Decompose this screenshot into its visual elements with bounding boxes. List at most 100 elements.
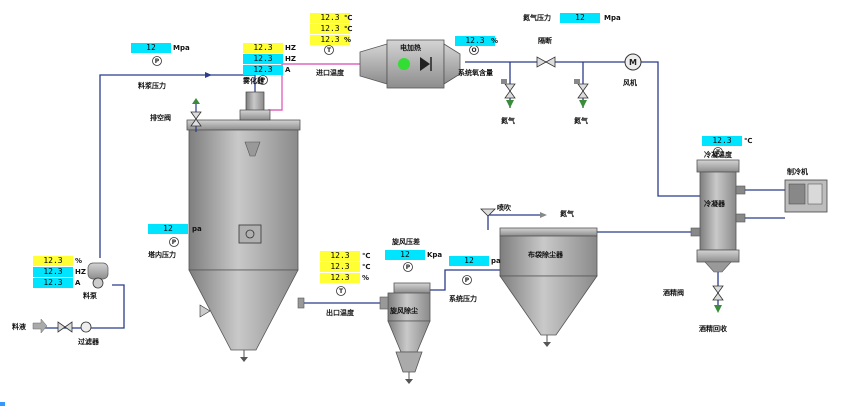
nitrogen-2-label: 氮气 <box>574 117 588 125</box>
atomizer-gauge-icon[interactable] <box>258 75 268 85</box>
atomizer-body <box>245 91 265 113</box>
slurry-pressure-gauge-icon[interactable] <box>152 56 162 66</box>
alcohol-valve-icon[interactable] <box>712 285 724 301</box>
condenser-port-1 <box>735 185 746 195</box>
inlet-temp-thermometer-icon[interactable] <box>324 45 334 55</box>
gauge-p-3: P <box>172 239 177 246</box>
system-pressure-gauge-icon[interactable] <box>462 275 472 285</box>
pipe-pump-to-tower <box>99 74 256 258</box>
arrow-nitrogen <box>540 212 547 218</box>
nitrogen-valve-2-icon[interactable] <box>577 83 589 99</box>
refrigerator <box>784 179 828 213</box>
feed-arrow-icon <box>32 318 48 334</box>
condenser-top <box>696 159 740 173</box>
corner-marker <box>0 402 5 406</box>
nitrogen-valve-2-actuator <box>574 79 580 84</box>
atomizer-current-value: 12.3 <box>243 65 283 75</box>
oxygen-content-label: 系统氧含量 <box>458 69 493 77</box>
gauge-p-5: P <box>465 277 470 284</box>
cyclone-inlet <box>379 296 389 310</box>
inlet-humidity-unit: % <box>344 36 352 44</box>
cyclone-label: 旋风除尘 <box>390 307 418 315</box>
condenser <box>690 159 746 273</box>
heater-label: 电加热 <box>400 44 421 52</box>
pump-humidity-value: 12.3 <box>33 256 73 266</box>
nitrogen-pressure-label: 氮气压力 <box>523 14 551 22</box>
electric-heater <box>359 39 461 89</box>
tower-body <box>188 129 299 271</box>
oxygen-content-unit: % <box>491 37 499 45</box>
heater-diode-icon <box>420 57 430 71</box>
nitrogen-valves <box>501 79 589 108</box>
cyclone-hopper <box>395 351 423 373</box>
condenser-port-2 <box>735 213 746 223</box>
tower-pressure-gauge-icon[interactable] <box>169 237 179 247</box>
gauge-t-1: T <box>327 47 332 54</box>
gauge-p-1: P <box>155 58 160 65</box>
atomizer-freq-unit: HZ <box>285 44 296 52</box>
cyclone-cone <box>387 320 431 353</box>
alcohol-recovery-label: 酒精回收 <box>699 325 727 333</box>
pump-icon[interactable] <box>92 277 104 289</box>
heater-inlet-cone <box>359 43 388 85</box>
condenser-temp-thermometer-icon[interactable] <box>713 147 723 157</box>
condenser-bottom <box>696 249 740 263</box>
condenser-temp-label: 冷凝温度 <box>704 151 732 159</box>
atomizer-temp-unit: HZ <box>285 55 296 63</box>
tower-outlet-stub <box>297 297 305 309</box>
cyclone-dp-unit: Kpa <box>427 251 443 259</box>
nitrogen-pressure-value: 12 <box>560 13 600 23</box>
slurry-pressure-label: 料浆压力 <box>138 82 166 90</box>
refrigerator-panel <box>788 183 806 205</box>
motor-label: M <box>629 58 637 67</box>
bag-filter-top <box>499 227 598 237</box>
gauge-t-3: T <box>716 149 721 156</box>
inlet-temp-1-value: 12.3 <box>310 13 350 23</box>
atomizer-base <box>239 109 271 121</box>
gauge-p-4: P <box>406 264 411 271</box>
nitrogen-arrow-2-icon <box>579 100 587 108</box>
vent-valve-label: 排空阀 <box>150 114 171 122</box>
tower-pressure-unit: pa <box>192 225 202 233</box>
outlet-temp-thermometer-icon[interactable] <box>336 286 346 296</box>
vent-arrow-icon <box>192 98 200 104</box>
nitrogen-valve-1-icon[interactable] <box>504 83 516 99</box>
pulse-blow-label: 喷吹 <box>497 204 511 212</box>
gauge-o-1: O <box>471 47 476 54</box>
pump-group <box>32 262 109 334</box>
instrument-letters: P P T O P T P P T <box>155 47 721 295</box>
isolation-label: 隔断 <box>538 37 552 45</box>
sight-glass <box>238 224 262 244</box>
tower-inner-cone <box>244 141 261 157</box>
atomizer-current-unit: A <box>285 66 291 74</box>
tower-bottom-valve-icon[interactable] <box>199 304 211 318</box>
pump-label: 料泵 <box>83 292 97 300</box>
nitrogen-arrow-1-icon <box>506 100 514 108</box>
gauge-t-2: T <box>339 288 344 295</box>
alcohol-valve-label: 酒精阀 <box>663 289 684 297</box>
system-pressure-unit: pa <box>491 257 501 265</box>
alcohol-arrow-icon <box>714 305 722 313</box>
feed-valve-icon[interactable] <box>57 321 73 333</box>
vent-valve-icon[interactable] <box>190 111 202 127</box>
outlet-temp-label: 出口温度 <box>326 309 354 317</box>
motor-icon[interactable] <box>624 53 642 71</box>
inlet-temp-1-unit: ℃ <box>344 14 353 22</box>
cyclone-drain-arrow <box>405 379 413 384</box>
slurry-pressure-unit: Mpa <box>173 44 190 52</box>
filter-icon[interactable] <box>80 321 92 333</box>
bag-filter-body <box>499 235 598 277</box>
condenser-port-3 <box>690 227 701 237</box>
fan-label: 风机 <box>623 79 637 87</box>
pulse-valve-icon[interactable] <box>480 208 496 217</box>
bag-filter-label: 布袋除尘器 <box>528 251 563 259</box>
system-pressure-value: 12 <box>449 256 489 266</box>
cyclone-dp-gauge-icon[interactable] <box>403 262 413 272</box>
heater-body <box>386 39 445 89</box>
cyclone-dp-value: 12 <box>385 250 425 260</box>
outlet-temp-2-unit: ℃ <box>362 263 371 271</box>
drying-tower <box>186 91 305 362</box>
pump-humidity-unit: % <box>75 257 83 265</box>
isolation-valve-icon[interactable] <box>536 56 556 68</box>
